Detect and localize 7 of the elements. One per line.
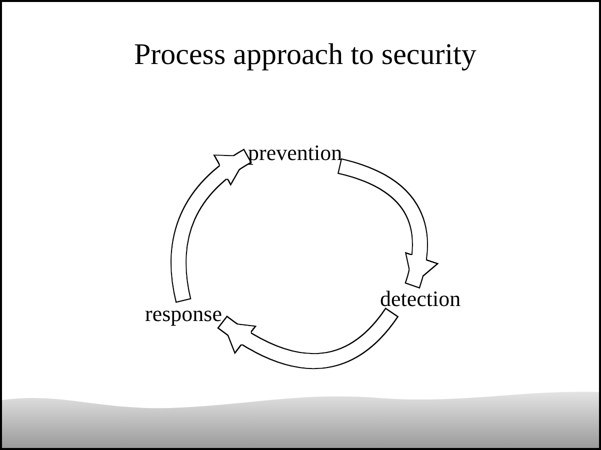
curved-block-arrow — [170, 148, 252, 303]
curved-block-arrow — [337, 158, 438, 288]
slide-title: Process approach to security — [134, 38, 476, 72]
cycle-stage-label: detection — [380, 286, 461, 312]
cycle-stage-label: prevention — [248, 140, 342, 166]
cycle-stage-label: response — [145, 301, 222, 327]
curved-block-arrow — [217, 307, 398, 369]
